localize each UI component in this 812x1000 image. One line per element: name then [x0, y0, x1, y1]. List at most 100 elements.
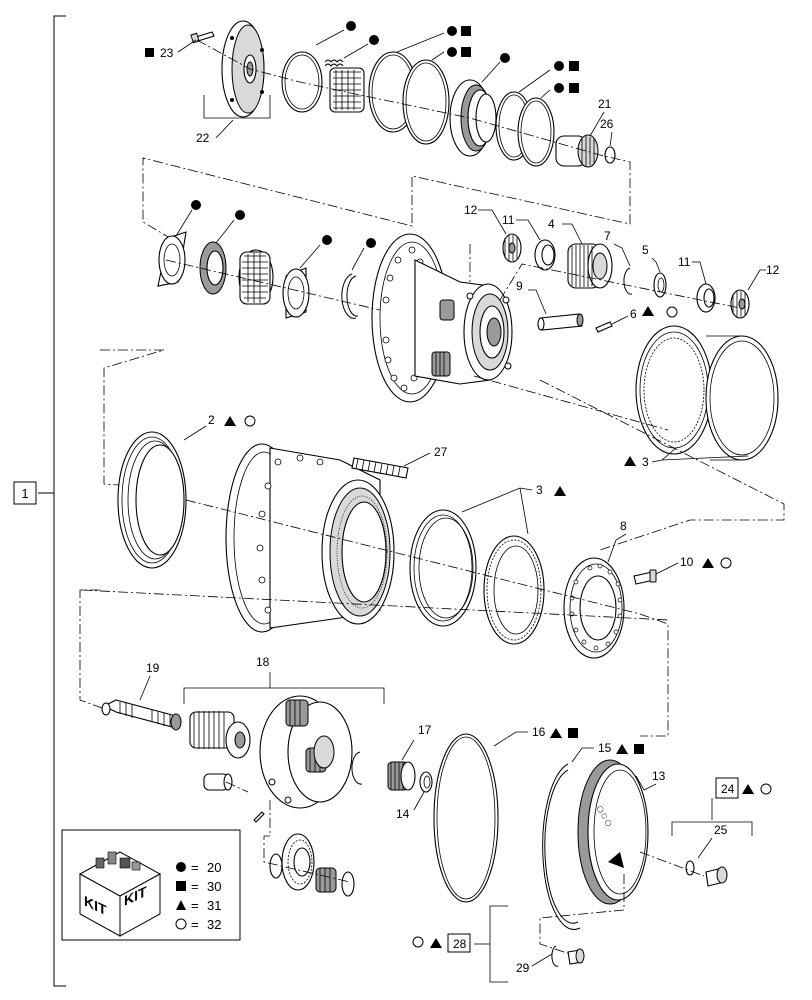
- kit-legend: KIT KIT = 20 = 30 = 31 = 32: [61, 829, 241, 941]
- part-13-cover: ◯ ▢ ◯: [577, 759, 649, 905]
- part-15-snap-ring: [542, 763, 581, 931]
- open-circle-icon: [760, 783, 772, 795]
- part-11-bearing-cup: [534, 239, 556, 271]
- callout-6: 6: [630, 307, 637, 321]
- part-19-shaft: [101, 699, 182, 731]
- part-12-bearing-cone: [502, 233, 522, 263]
- legend-value-31: 31: [207, 898, 221, 913]
- part-22-cover-plate: [221, 20, 265, 118]
- part-17-bearing: [387, 761, 416, 791]
- o-ring-small: [551, 945, 559, 967]
- o-ring: [281, 51, 323, 113]
- filled-square-icon: [461, 47, 471, 57]
- filled-circle-icon: [176, 862, 186, 872]
- part-21-bearing: [555, 134, 599, 168]
- callout-19: 19: [146, 661, 160, 675]
- callout-18: 18: [256, 655, 270, 669]
- thrust-washer: [282, 267, 310, 319]
- spring: [324, 59, 344, 67]
- callout-17: 17: [418, 723, 432, 737]
- filled-circle-icon: [447, 26, 457, 36]
- wheel-hub: [371, 233, 513, 403]
- callout-4: 4: [548, 217, 555, 231]
- wheel-housing: [225, 443, 395, 633]
- legend-value-32: 32: [207, 917, 221, 932]
- legend-equals: =: [191, 898, 199, 913]
- callout-27: 27: [434, 445, 448, 459]
- callout-28: 28: [453, 937, 467, 951]
- filled-square-icon: [145, 48, 154, 57]
- part-12-bearing-cone: [730, 289, 750, 319]
- callout-21: 21: [598, 97, 612, 111]
- open-circle-icon: [720, 557, 732, 569]
- filled-square-icon: [176, 881, 186, 891]
- o-ring: [517, 97, 555, 167]
- callout-9: 9: [516, 279, 523, 293]
- callout-10: 10: [680, 555, 694, 569]
- thrust-needle-bearing: [199, 241, 227, 295]
- part-10-screw: [633, 569, 657, 585]
- planet-gear-set: [269, 833, 355, 897]
- filled-triangle-icon: [430, 938, 442, 948]
- callout-14: 14: [396, 807, 410, 821]
- part-9-pin: [537, 313, 584, 331]
- seal: [449, 79, 497, 157]
- callout-11b: 11: [678, 255, 691, 269]
- part-3-tapered-bearing: [635, 325, 779, 461]
- part-27-stud: [351, 457, 409, 479]
- callout-2: 2: [208, 413, 215, 427]
- filled-triangle-icon: [550, 728, 562, 738]
- filled-square-icon: [461, 26, 471, 36]
- planet-carrier: [259, 695, 353, 809]
- callout-3a: 3: [642, 455, 649, 469]
- o-ring-small: [685, 860, 695, 876]
- callout-23: 23: [160, 46, 174, 60]
- snap-ring: [341, 273, 357, 319]
- part-7-snap-ring: [623, 267, 633, 295]
- filled-triangle-icon: [642, 306, 654, 316]
- callout-box-28: [447, 933, 471, 953]
- main-assembly-bracket: 1: [13, 15, 66, 987]
- filled-triangle-icon: [616, 744, 628, 754]
- main-label-box: [13, 481, 37, 505]
- callout-26: 26: [600, 117, 614, 131]
- part-3-ring: [409, 509, 477, 627]
- callout-5: 5: [642, 243, 649, 257]
- part-25-plug: [705, 866, 728, 887]
- legend-equals: =: [191, 917, 199, 932]
- open-circle-icon: [666, 306, 678, 318]
- filled-circle-icon: [554, 83, 564, 93]
- filled-triangle-icon: [224, 416, 236, 426]
- snap-ring: [351, 751, 363, 785]
- callout-11a: 11: [502, 213, 515, 227]
- part-26-snap-ring: [604, 146, 616, 164]
- filled-circle-icon: [322, 235, 332, 245]
- sun-gear: [189, 711, 251, 759]
- filled-circle-icon: [369, 35, 379, 45]
- filled-circle-icon: [447, 47, 457, 57]
- callout-22: 22: [196, 131, 210, 145]
- part-11-bearing-cup: [696, 283, 716, 313]
- legend-value-20: 20: [207, 860, 221, 875]
- part-23-screw: [190, 31, 215, 44]
- part-6-roll-pin: [595, 321, 613, 333]
- callout-12b: 12: [766, 263, 780, 277]
- filled-square-icon: [569, 61, 579, 71]
- main-label: 1: [21, 486, 28, 501]
- filled-square-icon: [569, 83, 579, 93]
- filled-circle-icon: [235, 210, 245, 220]
- callout-15: 15: [598, 741, 612, 755]
- callout-12a: 12: [464, 203, 478, 217]
- tapered-roller-bearing: [483, 535, 545, 645]
- legend-equals: =: [191, 879, 199, 894]
- open-circle-icon: [412, 936, 424, 948]
- filled-triangle-icon: [742, 784, 754, 794]
- filled-circle-icon: [500, 53, 510, 63]
- part-4-gear: [567, 243, 613, 289]
- filled-circle-icon: [366, 238, 376, 248]
- filled-square-icon: [634, 744, 644, 754]
- filled-triangle-icon: [554, 486, 566, 496]
- callout-7: 7: [604, 229, 611, 243]
- o-ring: [402, 59, 450, 145]
